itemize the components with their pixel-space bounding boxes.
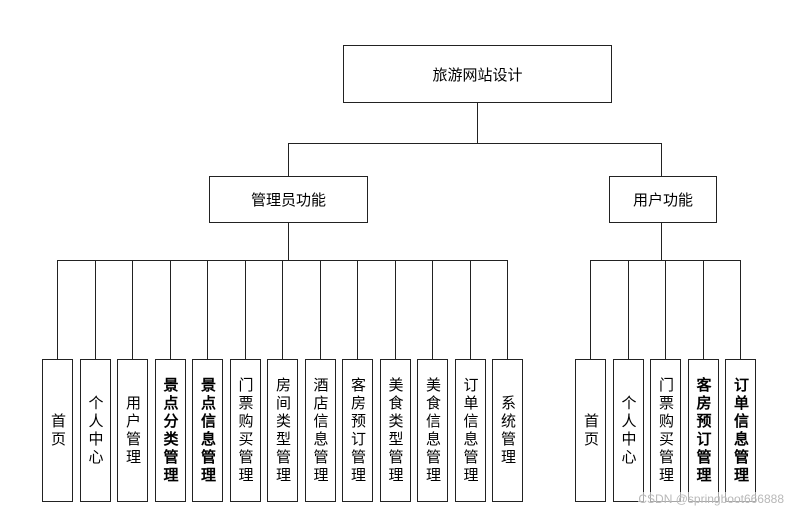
connector-line bbox=[432, 260, 433, 359]
connector-line bbox=[661, 223, 662, 260]
admin-leaf-node: 客房预订管理 bbox=[342, 359, 373, 502]
connector-line bbox=[207, 260, 208, 359]
admin-leaf-node: 景点分类管理 bbox=[154, 359, 186, 502]
admin-leaf-node: 系统管理 bbox=[492, 359, 523, 502]
user-leaf-node: 首页 bbox=[575, 359, 606, 502]
connector-line bbox=[477, 103, 478, 143]
admin-leaf-node: 门票购买管理 bbox=[229, 359, 261, 502]
admin-leaf-label: 个人中心 bbox=[86, 394, 105, 467]
user-leaf-node: 客房预订管理 bbox=[687, 359, 719, 502]
admin-leaf-label: 酒店信息管理 bbox=[311, 376, 330, 485]
user-leaf-label: 客房预订管理 bbox=[694, 376, 713, 485]
admin-leaf-label: 美食类型管理 bbox=[386, 376, 405, 485]
connector-line bbox=[357, 260, 358, 359]
connector-line bbox=[282, 260, 283, 359]
admin-label: 管理员功能 bbox=[250, 191, 326, 209]
admin-leaf-label: 首页 bbox=[49, 412, 67, 449]
connector-line bbox=[740, 260, 741, 359]
admin-leaf-label: 景点信息管理 bbox=[199, 376, 217, 485]
admin-leaf-label: 门票购买管理 bbox=[236, 376, 255, 485]
admin-leaf-label: 系统管理 bbox=[499, 394, 517, 467]
root-node: 旅游网站设计 bbox=[343, 45, 612, 103]
user-leaf-node: 个人中心 bbox=[612, 359, 644, 502]
admin-leaf-node: 美食类型管理 bbox=[379, 359, 411, 502]
connector-line bbox=[590, 260, 591, 359]
admin-leaf-node: 美食信息管理 bbox=[417, 359, 448, 502]
user-leaf-node: 门票购买管理 bbox=[650, 359, 681, 502]
connector-line bbox=[665, 260, 666, 359]
user-leaf-label: 个人中心 bbox=[619, 394, 638, 467]
user-leaf-label: 门票购买管理 bbox=[657, 376, 675, 485]
connector-line bbox=[57, 260, 58, 359]
admin-leaf-label: 房间类型管理 bbox=[274, 376, 292, 485]
connector-line bbox=[169, 260, 171, 359]
admin-leaf-node: 订单信息管理 bbox=[454, 359, 486, 502]
connector-line bbox=[469, 260, 471, 359]
watermark: CSDN @springboot666888 bbox=[638, 492, 784, 506]
admin-leaf-node: 酒店信息管理 bbox=[304, 359, 336, 502]
user-node: 用户功能 bbox=[609, 176, 717, 223]
connector-line bbox=[94, 260, 96, 359]
admin-leaf-label: 景点分类管理 bbox=[161, 376, 180, 485]
admin-leaf-label: 用户管理 bbox=[124, 394, 142, 467]
user-leaf-node: 订单信息管理 bbox=[725, 359, 756, 502]
admin-leaf-node: 景点信息管理 bbox=[192, 359, 223, 502]
connector-line bbox=[661, 143, 662, 176]
admin-leaf-label: 客房预订管理 bbox=[349, 376, 367, 485]
root-label: 旅游网站设计 bbox=[432, 65, 523, 84]
admin-leaf-node: 首页 bbox=[42, 359, 73, 502]
user-leaf-label: 首页 bbox=[582, 412, 600, 449]
admin-leaf-label: 美食信息管理 bbox=[424, 376, 442, 485]
user-label: 用户功能 bbox=[632, 191, 693, 209]
connector-line bbox=[507, 260, 508, 359]
admin-leaf-node: 用户管理 bbox=[117, 359, 148, 502]
user-leaf-label: 订单信息管理 bbox=[732, 376, 750, 485]
connector-line bbox=[319, 260, 321, 359]
connector-line bbox=[132, 260, 133, 359]
connector-line bbox=[288, 143, 289, 176]
connector-line bbox=[702, 260, 704, 359]
admin-leaf-node: 个人中心 bbox=[79, 359, 111, 502]
admin-leaf-node: 房间类型管理 bbox=[267, 359, 298, 502]
connector-line bbox=[288, 223, 289, 260]
connector-line bbox=[288, 143, 662, 144]
connector-line bbox=[627, 260, 629, 359]
admin-node: 管理员功能 bbox=[209, 176, 368, 223]
connector-line bbox=[244, 260, 246, 359]
admin-leaf-label: 订单信息管理 bbox=[461, 376, 480, 485]
connector-line bbox=[394, 260, 396, 359]
